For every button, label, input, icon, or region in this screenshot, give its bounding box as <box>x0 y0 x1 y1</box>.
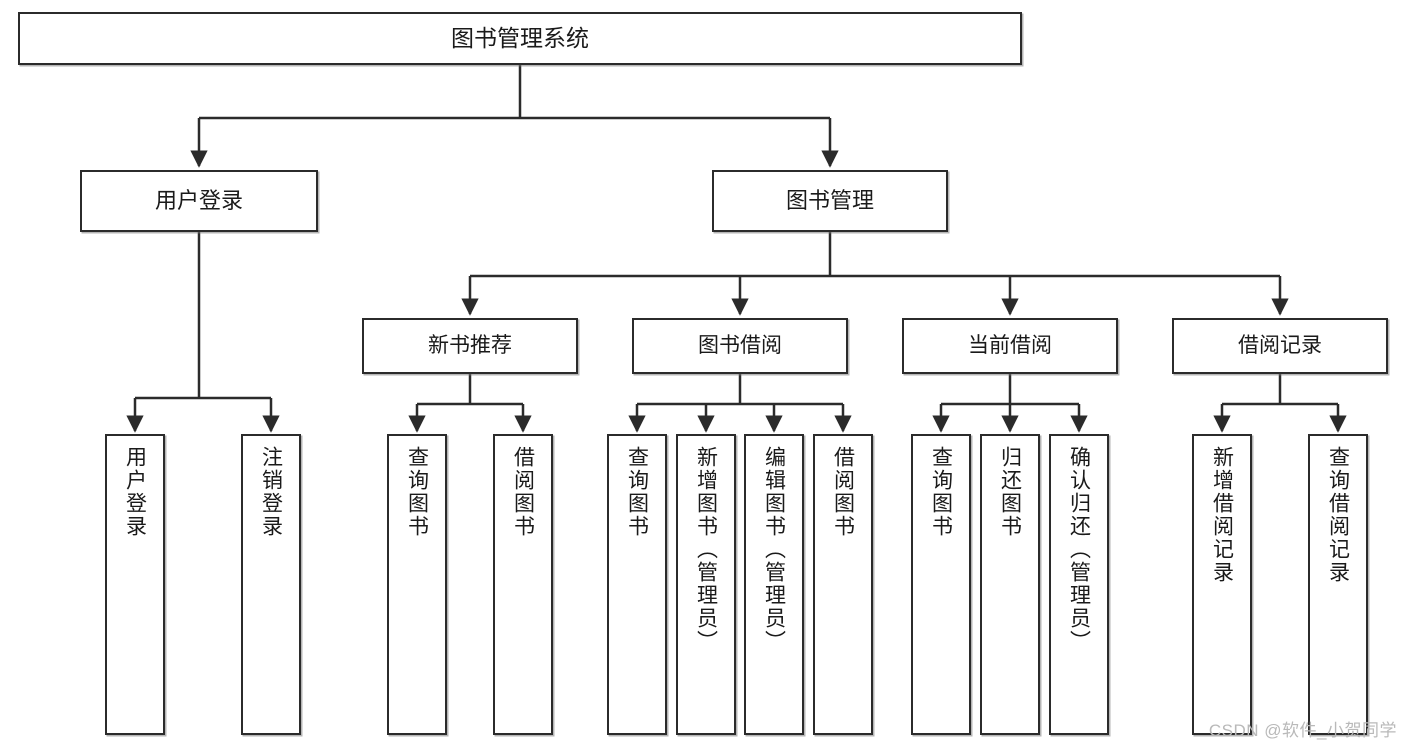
node-book-management[interactable]: 图书管理 <box>712 170 948 232</box>
leaf-current-confirm-return-admin[interactable]: 确认归还（管理员） <box>1049 434 1109 735</box>
leaf-record-add-record[interactable]: 新增借阅记录 <box>1192 434 1252 735</box>
leaf-borrow-add-book-admin[interactable]: 新增图书（管理员） <box>676 434 736 735</box>
node-book-borrow-label: 图书借阅 <box>698 333 782 357</box>
leaf-user-login-signout[interactable]: 注销登录 <box>241 434 301 735</box>
leaf-borrow-query-book-label: 查询图书 <box>625 446 649 538</box>
csdn-watermark: CSDN @软件_小贺同学 <box>1208 721 1397 740</box>
leaf-record-query-record[interactable]: 查询借阅记录 <box>1308 434 1368 735</box>
node-user-login[interactable]: 用户登录 <box>80 170 318 232</box>
node-root-book-management-system[interactable]: 图书管理系统 <box>18 12 1022 65</box>
leaf-borrow-add-book-admin-label: 新增图书（管理员） <box>694 446 718 653</box>
leaf-new-book-query-book[interactable]: 查询图书 <box>387 434 447 735</box>
leaf-current-confirm-return-admin-label: 确认归还（管理员） <box>1067 446 1091 653</box>
node-borrow-record-label: 借阅记录 <box>1238 333 1322 357</box>
leaf-new-book-borrow-book[interactable]: 借阅图书 <box>493 434 553 735</box>
node-current-borrow-label: 当前借阅 <box>968 333 1052 357</box>
leaf-borrow-edit-book-admin-label: 编辑图书（管理员） <box>762 446 786 653</box>
node-new-book-recommend-label: 新书推荐 <box>428 333 512 357</box>
leaf-new-book-borrow-book-label: 借阅图书 <box>511 446 535 538</box>
leaf-record-add-record-label: 新增借阅记录 <box>1210 446 1234 584</box>
leaf-borrow-edit-book-admin[interactable]: 编辑图书（管理员） <box>744 434 804 735</box>
node-borrow-record[interactable]: 借阅记录 <box>1172 318 1388 374</box>
leaf-user-login-signout-label: 注销登录 <box>259 446 283 538</box>
node-book-borrow[interactable]: 图书借阅 <box>632 318 848 374</box>
node-new-book-recommend[interactable]: 新书推荐 <box>362 318 578 374</box>
leaf-current-return-book-label: 归还图书 <box>998 446 1022 538</box>
leaf-user-login-signin-label: 用户登录 <box>123 446 147 538</box>
leaf-current-return-book[interactable]: 归还图书 <box>980 434 1040 735</box>
node-user-login-label: 用户登录 <box>154 188 243 214</box>
node-book-management-label: 图书管理 <box>785 188 874 214</box>
leaf-record-query-record-label: 查询借阅记录 <box>1326 446 1350 584</box>
leaf-borrow-query-book[interactable]: 查询图书 <box>607 434 667 735</box>
leaf-borrow-borrow-book[interactable]: 借阅图书 <box>813 434 873 735</box>
leaf-user-login-signin[interactable]: 用户登录 <box>105 434 165 735</box>
leaf-new-book-query-book-label: 查询图书 <box>405 446 429 538</box>
leaf-current-query-book[interactable]: 查询图书 <box>911 434 971 735</box>
node-current-borrow[interactable]: 当前借阅 <box>902 318 1118 374</box>
node-root-label: 图书管理系统 <box>451 25 589 52</box>
leaf-current-query-book-label: 查询图书 <box>929 446 953 538</box>
leaf-borrow-borrow-book-label: 借阅图书 <box>831 446 855 538</box>
